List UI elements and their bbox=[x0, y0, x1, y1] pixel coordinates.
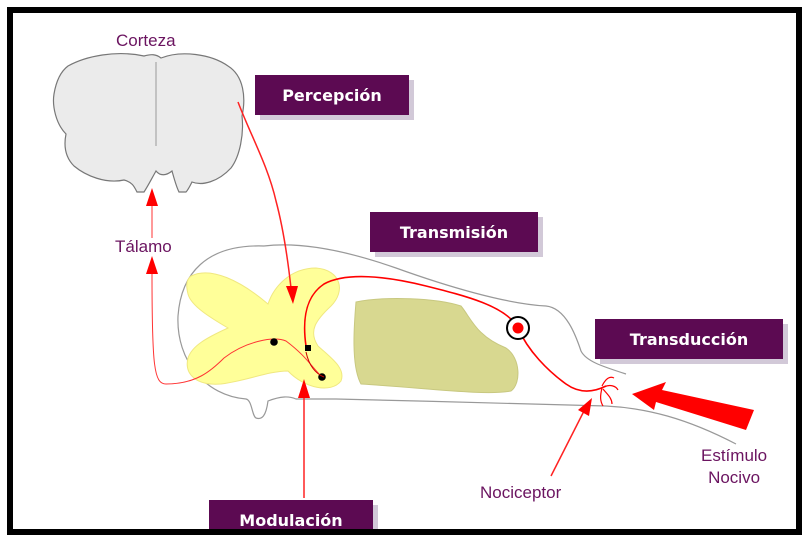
diagram-frame: Corteza Tálamo Nociceptor Estímulo Nociv… bbox=[7, 7, 802, 535]
stage-box-percepcion: Percepción bbox=[255, 75, 409, 115]
brain-cortex-shape bbox=[52, 53, 245, 193]
stimulus-arrow bbox=[632, 382, 754, 430]
spinal-cord-outline bbox=[177, 244, 737, 445]
nociceptor-arrow-line bbox=[550, 410, 585, 477]
descending-arrowhead bbox=[286, 286, 298, 304]
stimulus-label: Estímulo Nocivo bbox=[701, 445, 767, 489]
synapse-dot-left bbox=[270, 338, 278, 346]
cortex-label: Corteza bbox=[116, 31, 176, 50]
stimulus-label-line1: Estímulo bbox=[701, 446, 768, 465]
pain-pathway-diagram bbox=[52, 53, 754, 498]
ganglion-shape bbox=[353, 298, 519, 394]
gray-matter-shape bbox=[186, 267, 343, 389]
thalamus-label: Tálamo bbox=[115, 237, 172, 256]
descending-pathway bbox=[237, 101, 292, 289]
thalamus-arrow-lower bbox=[146, 256, 158, 274]
modulation-arrowhead bbox=[298, 379, 310, 398]
stage-box-transmision: Transmisión bbox=[370, 212, 538, 252]
stage-box-transduccion: Transducción bbox=[595, 319, 783, 359]
nociceptor-arrowhead bbox=[578, 398, 592, 416]
interneuron-link bbox=[305, 351, 325, 378]
synapse-square bbox=[305, 345, 311, 351]
ganglion-cell-nucleus bbox=[512, 322, 524, 334]
afferent-fiber bbox=[303, 275, 607, 392]
ascending-pathway bbox=[151, 273, 322, 385]
stimulus-label-line2: Nocivo bbox=[708, 468, 761, 487]
nociceptor-endings bbox=[600, 376, 619, 407]
thalamus-arrow-upper bbox=[146, 188, 158, 206]
stage-box-modulacion: Modulación bbox=[209, 500, 373, 529]
nociceptor-label: Nociceptor bbox=[480, 483, 562, 502]
